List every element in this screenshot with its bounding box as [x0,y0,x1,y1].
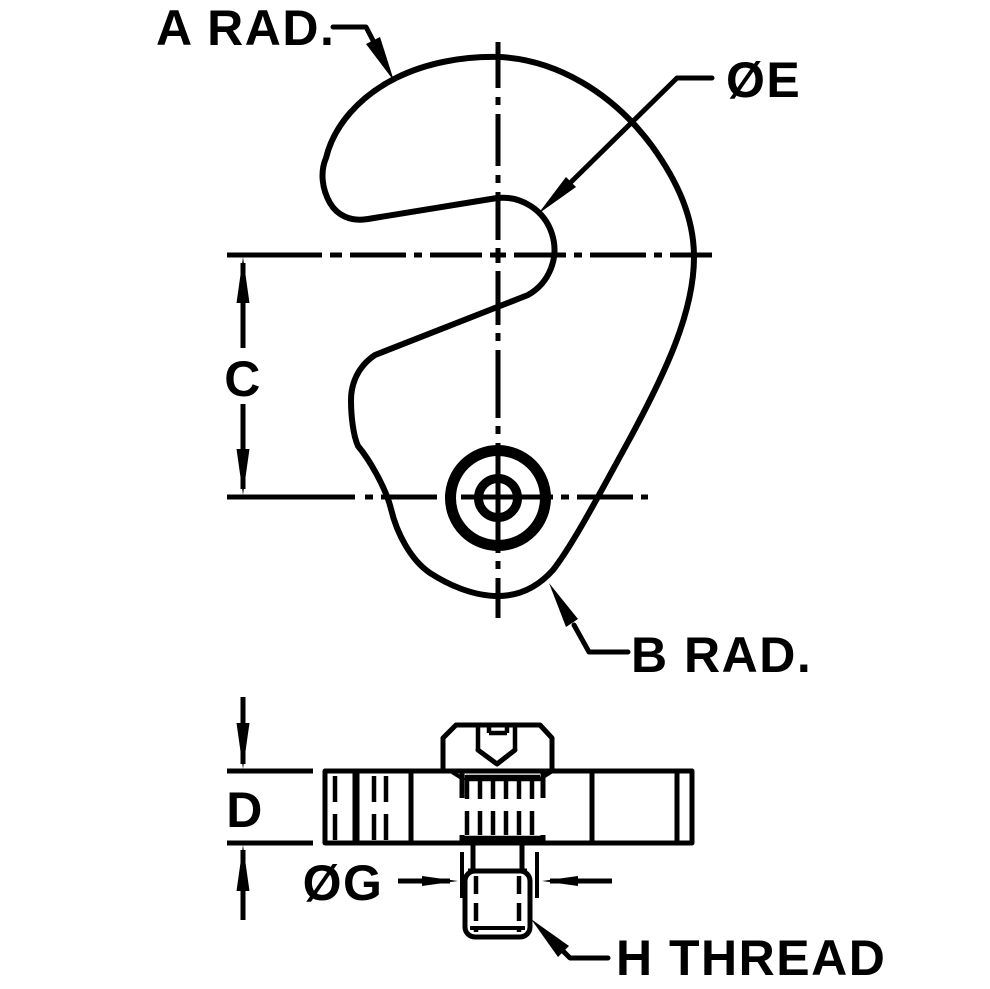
plate-hidden-lines [332,776,389,840]
h-thread-label: H THREAD [616,930,886,986]
screw-head-outline [440,722,555,774]
callout-a-radius: A RAD. [156,0,394,81]
dim-d-arrowhead-up [236,845,250,891]
diameter-e-arrowhead [538,177,576,214]
callout-diameter-e: ØE [538,52,801,214]
head-fillet-ticks [450,770,553,781]
h-thread-leader-line [557,945,611,961]
dimension-d: D [226,697,313,920]
diameter-e-label: ØE [726,52,801,108]
diameter-g-right-arrowhead [542,876,578,886]
hex-socket-vee [475,747,518,767]
diameter-g-label: ØG [303,855,384,911]
dim-c-arrowhead-down [236,449,250,495]
callout-b-radius: B RAD. [549,583,812,683]
dim-c-arrowhead-up [236,257,250,303]
b-radius-arrowhead [549,583,578,627]
dim-d-label: D [226,782,264,838]
diameter-e-leader-line [565,75,715,188]
thread-crest-flange-lines [460,852,539,898]
plate-edge-outline [322,768,695,846]
socket-head-screw [440,722,555,781]
dimension-diameter-g: ØG [303,855,612,911]
thread-root-hidden-lines [473,876,522,932]
dim-d-extension-lines [227,768,313,846]
b-radius-leader-line [571,622,631,655]
b-radius-label: B RAD. [631,627,812,683]
hex-socket-lines [475,725,518,750]
thread-body-outline [462,868,533,940]
stud-neck-lines [468,843,527,874]
h-thread-arrowhead [531,919,569,957]
diameter-g-left-arrowhead [422,876,458,886]
dimension-c: C [224,252,355,500]
dim-c-label: C [224,351,262,407]
tapped-hole-hidden-threads [464,775,535,838]
threaded-stud [460,843,539,940]
a-radius-arrowhead [366,37,394,81]
side-view [322,722,695,940]
callout-h-thread: H THREAD [531,919,886,986]
plan-view [319,42,712,618]
plate-edge-lines [408,771,680,843]
a-radius-label: A RAD. [156,0,335,56]
hook-outline [319,53,697,599]
dim-d-arrowhead-down [236,723,250,769]
